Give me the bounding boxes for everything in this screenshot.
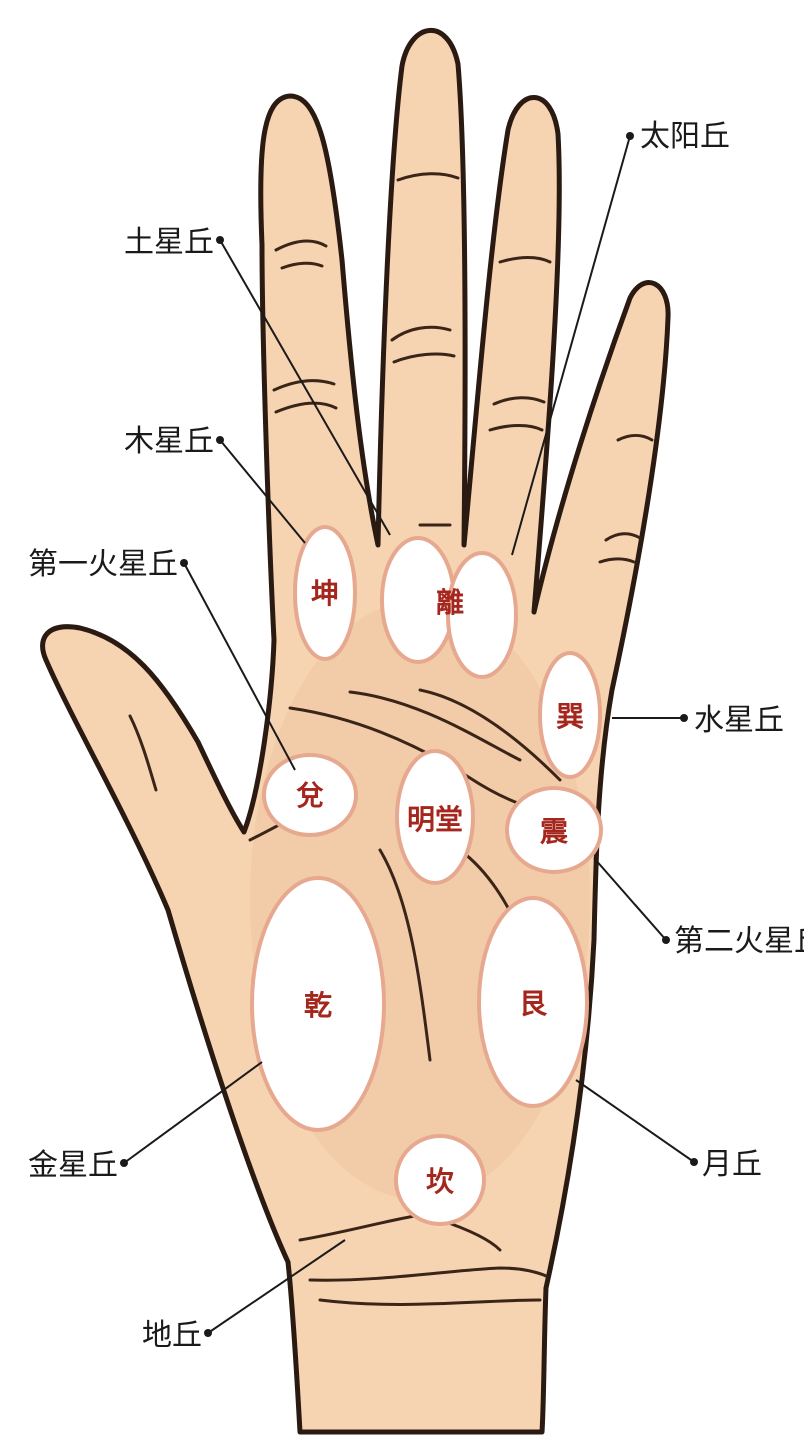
mount-mingtang: 明堂: [397, 751, 473, 883]
mount-qian: 乾: [252, 878, 384, 1130]
mount-dui-text: 兌: [296, 779, 324, 812]
label-earth-mount: 地丘: [142, 1318, 202, 1353]
label-venus-mount: 金星丘: [28, 1148, 118, 1183]
mount-kan-text: 坎: [426, 1165, 454, 1198]
mount-xun: 巽: [540, 653, 600, 777]
mount-kun-text: 坤: [311, 577, 339, 610]
mount-li-text: 離: [436, 586, 464, 619]
mount-zhen-text: 震: [540, 815, 569, 848]
mount-mingtang-text: 明堂: [407, 803, 463, 836]
mount-qian-text: 乾: [304, 989, 332, 1022]
label-jupiter-mount: 木星丘: [124, 424, 214, 459]
label-mercury-mount: 水星丘: [694, 703, 784, 738]
label-second-mars-mount: 第二火星丘: [674, 924, 804, 959]
label-first-mars-mount: 第一火星丘: [28, 547, 178, 582]
label-saturn-mount: 土星丘: [124, 225, 214, 260]
mount-kan: 坎: [396, 1136, 484, 1224]
mount-xun-text: 巽: [556, 700, 584, 733]
mount-zhen: 震: [507, 788, 601, 872]
label-sun-mount: 太阳丘: [640, 119, 730, 154]
mount-gen-text: 艮: [519, 987, 548, 1020]
mount-dui: 兌: [264, 755, 356, 835]
label-moon-mount: 月丘: [702, 1147, 762, 1182]
mount-kun: 坤: [295, 527, 355, 659]
mount-gen: 艮: [479, 898, 587, 1106]
